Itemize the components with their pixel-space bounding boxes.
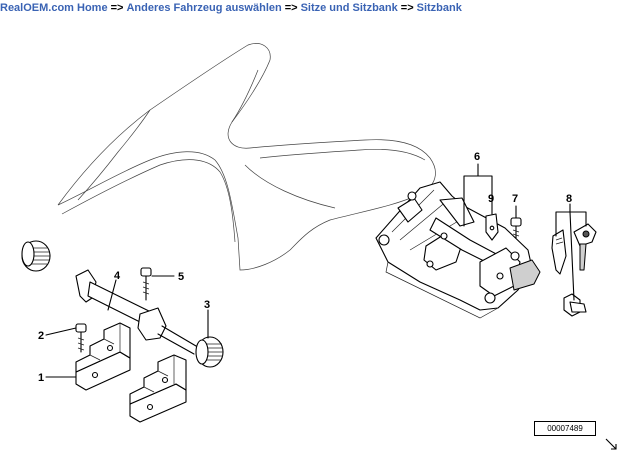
part-9-hook xyxy=(485,213,499,241)
breadcrumb-separator: => xyxy=(400,2,414,14)
callout-7: 7 xyxy=(512,193,518,205)
callout-5: 5 xyxy=(178,271,184,283)
callout-4: 4 xyxy=(114,270,121,282)
callout-2: 2 xyxy=(38,330,44,342)
part-8-lock xyxy=(551,223,597,317)
seat-base-assembly xyxy=(375,181,541,319)
knob-upper-left xyxy=(21,240,51,272)
part-1-bracket-front xyxy=(75,322,131,391)
callout-1: 1 xyxy=(38,372,44,384)
breadcrumb: RealOEM.com Home=>Anderes Fahrzeug auswä… xyxy=(0,2,462,14)
callout-6: 6 xyxy=(474,151,480,163)
callout-3: 3 xyxy=(204,299,210,311)
part-4-shaft xyxy=(75,269,197,355)
resize-cursor-icon xyxy=(605,438,617,450)
seat-outline xyxy=(57,43,436,271)
callout-8: 8 xyxy=(566,193,572,205)
breadcrumb-home-link[interactable]: RealOEM.com Home xyxy=(0,2,108,14)
part-1-bracket-rear xyxy=(129,354,187,423)
breadcrumb-seats-link[interactable]: Sitze und Sitzbank xyxy=(300,2,398,14)
image-code-label: 00007489 xyxy=(534,421,596,436)
part-5-screw xyxy=(140,267,152,301)
part-2-bolt xyxy=(75,323,87,353)
breadcrumb-separator: => xyxy=(284,2,298,14)
part-3-knob xyxy=(195,336,224,368)
breadcrumb-separator: => xyxy=(110,2,124,14)
callout-9: 9 xyxy=(488,193,494,205)
breadcrumb-select-vehicle-link[interactable]: Anderes Fahrzeug auswählen xyxy=(126,2,282,14)
breadcrumb-bench-seat-link[interactable]: Sitzbank xyxy=(416,2,462,14)
callout-lines xyxy=(45,163,587,378)
